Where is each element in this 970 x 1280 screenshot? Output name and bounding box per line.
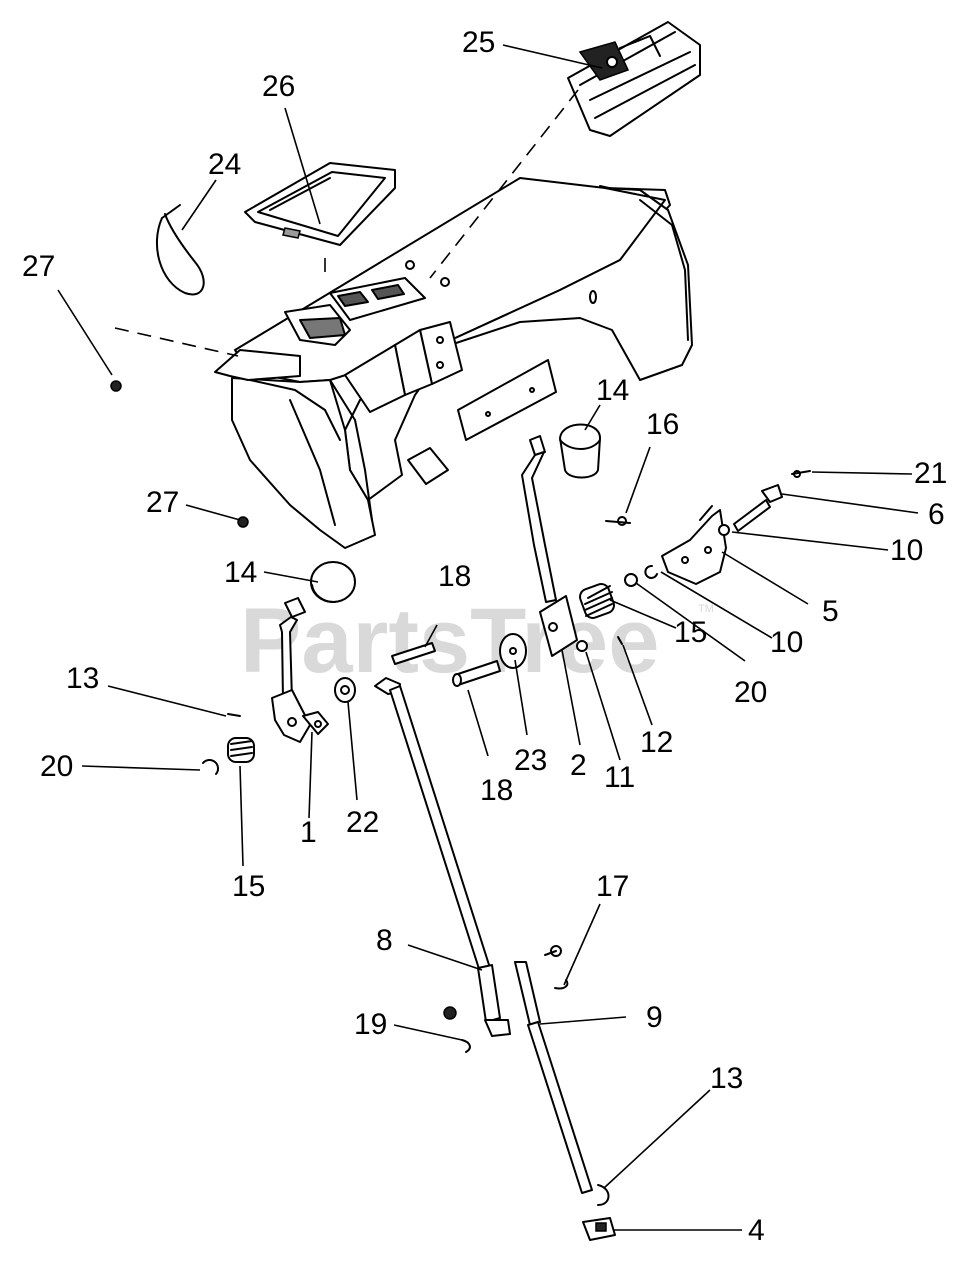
callout-labels: 25 26 24 27 27 14 14 16 21 6 10 5 10 15 … <box>22 26 947 1247</box>
part-2-lever-right <box>521 435 578 657</box>
part-11-nut <box>576 640 588 652</box>
label-25: 25 <box>462 26 495 59</box>
part-20-clip-left <box>202 759 219 775</box>
label-10-upper: 10 <box>890 534 923 567</box>
part-8-rod <box>374 677 511 1037</box>
part-18-pin-upper <box>391 642 436 665</box>
leader-lines <box>57 44 919 1231</box>
label-14-left: 14 <box>224 556 257 589</box>
label-11: 11 <box>604 761 635 794</box>
part-14-knob-right <box>559 423 601 479</box>
label-17: 17 <box>596 870 629 903</box>
label-20-right: 20 <box>734 676 767 709</box>
part-14-knob-left <box>310 561 356 604</box>
label-2: 2 <box>570 749 587 782</box>
assembly-line-27 <box>114 327 239 357</box>
label-13-upper: 13 <box>66 662 99 695</box>
label-16: 16 <box>646 408 679 441</box>
label-14-right: 14 <box>596 374 629 407</box>
part-nut-19 <box>443 1006 457 1020</box>
label-21: 21 <box>914 457 947 490</box>
label-8: 8 <box>376 924 393 957</box>
part-12-screw <box>617 636 623 645</box>
part-1-lever-left <box>271 597 329 743</box>
part-23-washer <box>499 633 527 669</box>
part-9-rod <box>514 961 593 1194</box>
label-15-right: 15 <box>674 616 707 649</box>
label-9: 9 <box>646 1001 663 1034</box>
label-13-lower: 13 <box>710 1062 743 1095</box>
part-6-pin <box>733 484 783 532</box>
label-18-upper: 18 <box>438 560 471 593</box>
part-15-spring-left <box>227 737 255 763</box>
part-24-cable-tie <box>155 204 205 296</box>
part-25-headlight <box>567 21 701 137</box>
label-22: 22 <box>346 806 379 839</box>
label-1: 1 <box>300 816 317 849</box>
label-6: 6 <box>928 498 945 531</box>
label-12: 12 <box>640 726 673 759</box>
part-21-clip <box>791 470 811 478</box>
label-15-left: 15 <box>232 870 265 903</box>
part-17-clip <box>554 979 569 990</box>
part-18-pin-lower <box>452 660 501 687</box>
label-18-lower: 18 <box>480 774 513 807</box>
label-10-lower: 10 <box>770 626 803 659</box>
part-26-cover <box>244 162 396 246</box>
part-27-screw <box>237 516 249 528</box>
assembly-line-25 <box>429 89 579 279</box>
label-20-left: 20 <box>40 750 73 783</box>
part-5-bracket <box>661 505 727 585</box>
part-27-nut <box>110 380 122 392</box>
label-27-upper: 27 <box>22 250 55 283</box>
label-4: 4 <box>748 1214 765 1247</box>
watermark-tm: TM <box>698 603 714 615</box>
label-24: 24 <box>208 148 241 181</box>
part-4-cap <box>582 1217 616 1241</box>
part-19-clip <box>461 1039 471 1053</box>
part-13-pin-lower <box>597 1184 610 1206</box>
part-15-spring-right <box>579 583 615 619</box>
part-10-washer-b <box>718 524 730 536</box>
label-26: 26 <box>262 70 295 103</box>
part-22-washer <box>334 677 356 703</box>
label-23: 23 <box>514 744 547 777</box>
dash-housing <box>214 177 693 549</box>
label-5: 5 <box>822 595 839 628</box>
part-bolt-17 <box>544 945 562 957</box>
part-20-clip-right <box>624 573 638 587</box>
label-19: 19 <box>354 1008 387 1041</box>
part-13-pin-left <box>227 713 241 717</box>
part-10-washer-a <box>644 564 658 579</box>
part-16-pin <box>605 516 631 526</box>
label-27-lower: 27 <box>146 486 179 519</box>
